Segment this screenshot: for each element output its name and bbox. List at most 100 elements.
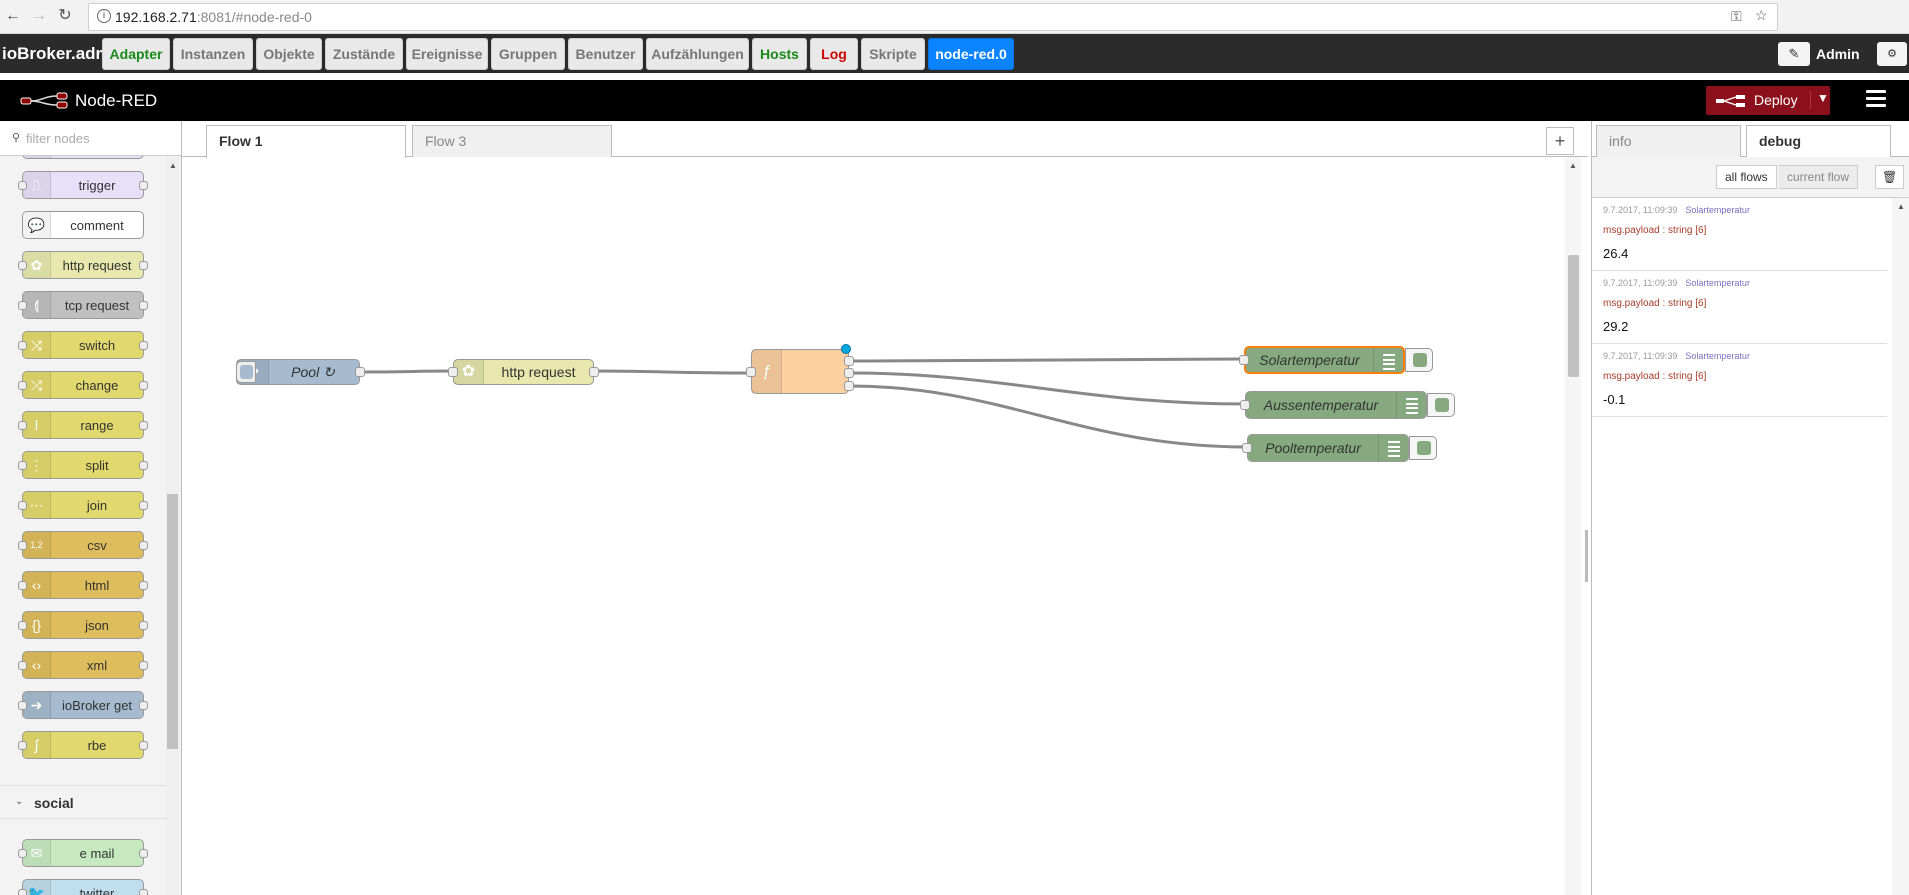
inject-button[interactable] (236, 361, 256, 383)
palette-node-split[interactable]: ⋮split (18, 451, 148, 479)
palette-node-comment[interactable]: 💬comment (22, 211, 144, 239)
debug-node-solartemperatur[interactable]: Solartemperatur (1239, 346, 1405, 374)
input-port (18, 181, 27, 190)
address-bar[interactable]: i 192.168.2.71:8081/#node-red-0 ⚿ ☆ (88, 3, 1778, 31)
debug-source-link[interactable]: Solartemperatur (1685, 278, 1750, 288)
tab-flow-3[interactable]: Flow 3 (412, 125, 612, 157)
wire[interactable] (361, 369, 454, 374)
workspace-scrollbar[interactable]: ▲ (1565, 157, 1581, 895)
tab-debug[interactable]: debug (1746, 125, 1891, 158)
palette-node-http-request[interactable]: ✿http request (18, 251, 148, 279)
filter-nodes-input[interactable]: ⚲ filter nodes (0, 121, 181, 156)
star-icon[interactable]: ☆ (1755, 7, 1768, 23)
debug-toggle-button[interactable] (1405, 348, 1433, 372)
debug-node-aussentemperatur[interactable]: Aussentemperatur (1240, 391, 1427, 419)
split-icon: ⋮ (23, 452, 51, 478)
palette-node-rbe[interactable]: ∫rbe (18, 731, 148, 759)
palette-node-tcp-request[interactable]: ⟬tcp request (18, 291, 148, 319)
hamburger-menu-icon[interactable] (1866, 90, 1886, 110)
edit-user-button[interactable]: ✎ (1778, 42, 1810, 66)
back-arrow-icon[interactable]: ← (5, 7, 21, 24)
iobroker-tab-log[interactable]: Log (810, 38, 858, 70)
palette-node-xml[interactable]: ‹›xml (18, 651, 148, 679)
input-port[interactable] (1239, 355, 1249, 365)
scroll-up-icon[interactable]: ▲ (169, 161, 177, 170)
wire[interactable] (593, 369, 750, 375)
wire[interactable] (849, 357, 1245, 363)
http-request-node[interactable]: ✿ http request (448, 359, 599, 385)
current-flow-button[interactable]: current flow (1779, 165, 1859, 189)
output-port[interactable] (589, 367, 599, 377)
debug-toggle-button[interactable] (1427, 393, 1455, 417)
iobroker-tab-zust-nde[interactable]: Zustände (325, 38, 403, 70)
debug-payload-value: 29.2 (1603, 319, 1629, 334)
input-port (18, 421, 27, 430)
wire[interactable] (849, 371, 1246, 406)
palette-node-iobroker-get[interactable]: ➔ioBroker get (18, 691, 148, 719)
scroll-thumb[interactable] (167, 494, 178, 749)
palette-scrollbar[interactable]: ▲ (166, 157, 179, 895)
debug-node-pooltemperatur[interactable]: Pooltemperatur (1242, 434, 1409, 462)
iobroker-tab-ereignisse[interactable]: Ereignisse (406, 38, 488, 70)
input-port[interactable] (1240, 400, 1250, 410)
tab-info[interactable]: info (1596, 125, 1741, 157)
wire[interactable] (849, 384, 1248, 449)
iobroker-tab-adapter[interactable]: Adapter (102, 38, 170, 70)
iobroker-tab-instanzen[interactable]: Instanzen (173, 38, 253, 70)
iobroker-logo: ioBroker.admin (2, 44, 126, 63)
key-icon[interactable]: ⚿ (1731, 8, 1742, 24)
reload-icon[interactable]: ↻ (58, 7, 72, 24)
palette-node-html[interactable]: ‹›html (18, 571, 148, 599)
clear-debug-button[interactable]: 🗑 (1875, 165, 1905, 189)
iobroker-tab-skripte[interactable]: Skripte (861, 38, 925, 70)
input-port[interactable] (448, 367, 458, 377)
output-port (139, 421, 148, 430)
input-port[interactable] (1242, 443, 1252, 453)
palette-node-change[interactable]: ⤮change (18, 371, 148, 399)
info-icon[interactable]: i (97, 9, 111, 23)
all-flows-button[interactable]: all flows (1716, 165, 1777, 189)
scroll-up-icon[interactable]: ▲ (1569, 161, 1577, 170)
palette-node-e-mail[interactable]: ✉e mail (18, 839, 148, 867)
iobroker-tab-benutzer[interactable]: Benutzer (568, 38, 643, 70)
palette-node-join[interactable]: ⋯join (18, 491, 148, 519)
flow-canvas[interactable]: ⇛ Pool ↻ ✿ http request ƒ Solartemperatu… (182, 157, 1562, 895)
bridge-icon: ⟬ (23, 292, 51, 318)
debug-scrollbar[interactable]: ▲ (1892, 198, 1909, 895)
settings-button[interactable]: ⚙ (1877, 42, 1907, 66)
scroll-thumb[interactable] (1568, 255, 1579, 377)
debug-toggle-button[interactable] (1409, 436, 1437, 460)
debug-source-link[interactable]: Solartemperatur (1685, 351, 1750, 361)
palette-category-social[interactable]: ⌄ social (0, 785, 166, 819)
palette-node-twitter[interactable]: 🐦twitter (18, 879, 148, 895)
iobroker-tab-aufz-hlungen[interactable]: Aufzählungen (646, 38, 749, 70)
scroll-up-icon[interactable]: ▲ (1897, 202, 1905, 211)
palette-node-switch[interactable]: ⤨switch (18, 331, 148, 359)
add-flow-button[interactable]: + (1546, 127, 1574, 155)
input-port[interactable] (746, 367, 756, 377)
iobroker-tab-objekte[interactable]: Objekte (256, 38, 322, 70)
output-port (139, 701, 148, 710)
palette-node-json[interactable]: {}json (18, 611, 148, 639)
debug-source-link[interactable]: Solartemperatur (1685, 205, 1750, 215)
tab-flow-1[interactable]: Flow 1 (206, 125, 406, 158)
caret-down-icon[interactable]: ▼ (1810, 91, 1829, 109)
debug-payload-value: 26.4 (1603, 246, 1629, 261)
sidebar-resize-handle[interactable] (1585, 530, 1588, 582)
output-port-1[interactable] (844, 356, 854, 366)
iobroker-tab-hosts[interactable]: Hosts (752, 38, 807, 70)
output-port-2[interactable] (844, 368, 854, 378)
output-port[interactable] (355, 367, 365, 377)
function-node[interactable]: ƒ (746, 344, 854, 394)
palette-node-trigger[interactable]: ⎍trigger (18, 171, 148, 199)
iobroker-tab-gruppen[interactable]: Gruppen (491, 38, 565, 70)
forward-arrow-icon[interactable]: → (31, 7, 47, 24)
deploy-button[interactable]: Deploy ▼ (1706, 86, 1830, 115)
output-port-3[interactable] (844, 381, 854, 391)
iobroker-tab-node-red-0[interactable]: node-red.0 (928, 38, 1014, 70)
